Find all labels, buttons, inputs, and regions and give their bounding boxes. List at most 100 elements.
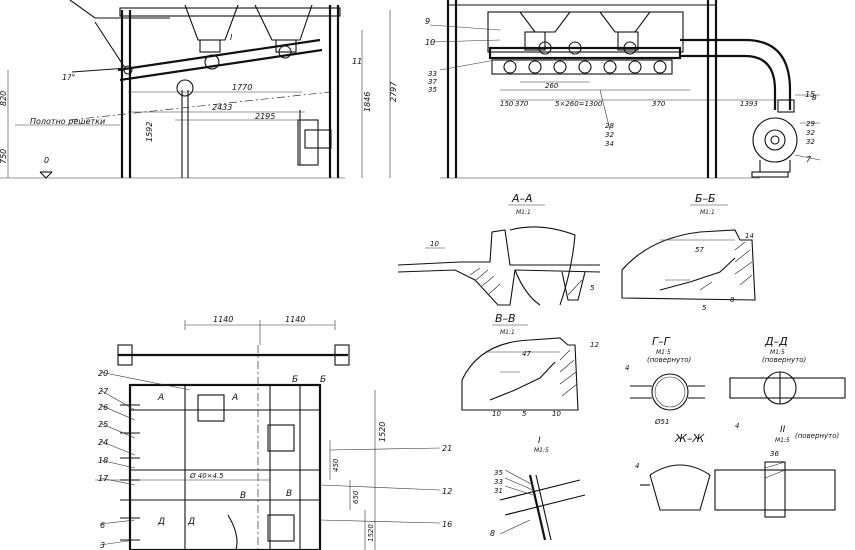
callout: 9 — [425, 17, 430, 26]
dim-label: 47 — [522, 350, 531, 358]
dim-label: 5 — [590, 284, 595, 292]
callout: 27 — [98, 387, 109, 396]
dim-label: 1846 — [363, 92, 372, 112]
callout: 6 — [100, 521, 105, 530]
section-note: (повернуто) — [647, 356, 692, 364]
section-title: Д–Д — [764, 335, 788, 348]
dim-label: 260 — [545, 82, 559, 90]
detail-ii: II М1:5 (повернуто) 36 — [714, 425, 840, 518]
dim-label: 150 — [500, 100, 514, 108]
dim-label: 2797 — [389, 81, 398, 102]
callout: 29 — [806, 120, 815, 128]
front-elevation-view — [429, 0, 821, 179]
dim-label: 12 — [590, 341, 599, 349]
callout: 32 — [605, 131, 614, 139]
section-mark: Б — [320, 375, 326, 385]
callout: 10 — [425, 38, 435, 47]
front-elevation-dimensions: 5×260=1300 260 370 150 370 1393 9 10 33 … — [425, 17, 817, 164]
section-scale: М1:1 — [500, 329, 515, 336]
section-mark: Д — [157, 517, 165, 527]
callout: 8 — [490, 529, 495, 538]
callout: 3 — [100, 541, 105, 550]
dim-label: 1140 — [285, 315, 305, 324]
section-b-b: Б–Б М1:1 57 14 8 5 — [621, 192, 756, 312]
section-title: В–В — [495, 312, 516, 325]
dim-label: 5×260=1300 — [555, 100, 603, 108]
dim-label: 1520 — [367, 524, 375, 542]
dim-label: 14 — [745, 232, 754, 240]
dim-label: 370 — [652, 100, 666, 108]
dim-label: 1393 — [740, 100, 758, 108]
section-note: (повернуто) — [762, 356, 807, 364]
callout: 31 — [494, 487, 503, 495]
dim-label: 57 — [695, 246, 704, 254]
callout: 35 — [494, 469, 503, 477]
callout: 35 — [428, 86, 437, 94]
dim-label: 1140 — [213, 315, 233, 324]
dim-label: 36 — [770, 450, 779, 458]
section-scale: М1:1 — [516, 209, 531, 216]
grate-label: Полотно решетки — [30, 117, 105, 126]
section-g-g: Г–Г М1:5 (повернуто) 4 Ø51 — [625, 335, 705, 426]
callout: 21 — [442, 444, 452, 453]
callout: 32 — [806, 138, 815, 146]
plan-view — [95, 320, 441, 550]
callout: 25 — [98, 420, 108, 429]
detail-i: I М1:5 35 33 31 8 — [490, 436, 586, 541]
callout: 15 — [805, 90, 815, 99]
section-scale: М1:1 — [700, 209, 715, 216]
dim-label: 1592 — [145, 122, 154, 142]
dim-label: 2433 — [212, 103, 232, 112]
dim-label: 750 — [0, 149, 8, 164]
section-mark: А — [157, 393, 164, 403]
dim-label: 1?° — [62, 73, 75, 82]
callout: 20 — [98, 369, 108, 378]
callout: 37 — [428, 78, 437, 86]
callout: В — [812, 94, 817, 102]
callout: 34 — [605, 140, 614, 148]
callout: 32 — [806, 129, 815, 137]
section-mark: В — [240, 491, 246, 501]
dim-label: 4 — [625, 364, 629, 372]
dim-label: 10 — [552, 410, 561, 418]
dim-label: 8 — [730, 296, 735, 304]
side-elevation-dimensions: 820 750 1?° 1770 2433 2195 1592 1846 279… — [0, 33, 398, 165]
section-title: Б–Б — [695, 192, 716, 205]
section-a-a: А–А М1:1 10 5 — [397, 192, 601, 306]
section-mark: В — [286, 489, 292, 499]
section-scale: М1:5 — [656, 349, 671, 356]
section-title: Ж–Ж — [674, 432, 705, 445]
section-title: А–А — [511, 192, 533, 205]
dim-label: 10 — [430, 240, 439, 248]
dim-label: 450 — [332, 458, 340, 472]
section-mark: Д — [187, 517, 195, 527]
section-mark: А — [231, 393, 238, 403]
dim-label: Ø51 — [654, 418, 669, 426]
callout: 28 — [605, 122, 614, 130]
callout: 33 — [494, 478, 503, 486]
dim-label: Ø 40×4.5 — [189, 472, 224, 480]
dim-label: 820 — [0, 91, 8, 106]
dim-label: 4 — [635, 462, 639, 470]
section-mark: Б — [292, 375, 298, 385]
callout: 18 — [98, 456, 108, 465]
section-scale: М1:5 — [770, 349, 785, 356]
section-title: I — [538, 436, 541, 446]
callout: 7 — [806, 155, 812, 164]
callout: 24 — [98, 438, 108, 447]
dim-label: 0 — [44, 156, 49, 165]
dim-label: 5 — [522, 410, 527, 418]
dim-label: 4 — [735, 422, 739, 430]
section-v-v: В–В М1:1 47 12 10 10 5 — [461, 312, 599, 418]
section-zh-zh: Ж–Ж 4 — [635, 432, 711, 511]
callout: 11 — [352, 57, 362, 66]
dim-label: 370 — [515, 100, 529, 108]
plan-view-labels: 1140 1140 1520 450 650 1520 20 27 26 25 … — [98, 315, 452, 550]
section-note: (повернуто) — [795, 432, 840, 440]
callout: 33 — [428, 70, 437, 78]
section-title: II — [780, 425, 786, 435]
section-title: Г–Г — [652, 335, 671, 348]
dim-label: 650 — [352, 490, 360, 504]
dim-label: 1770 — [232, 83, 252, 92]
